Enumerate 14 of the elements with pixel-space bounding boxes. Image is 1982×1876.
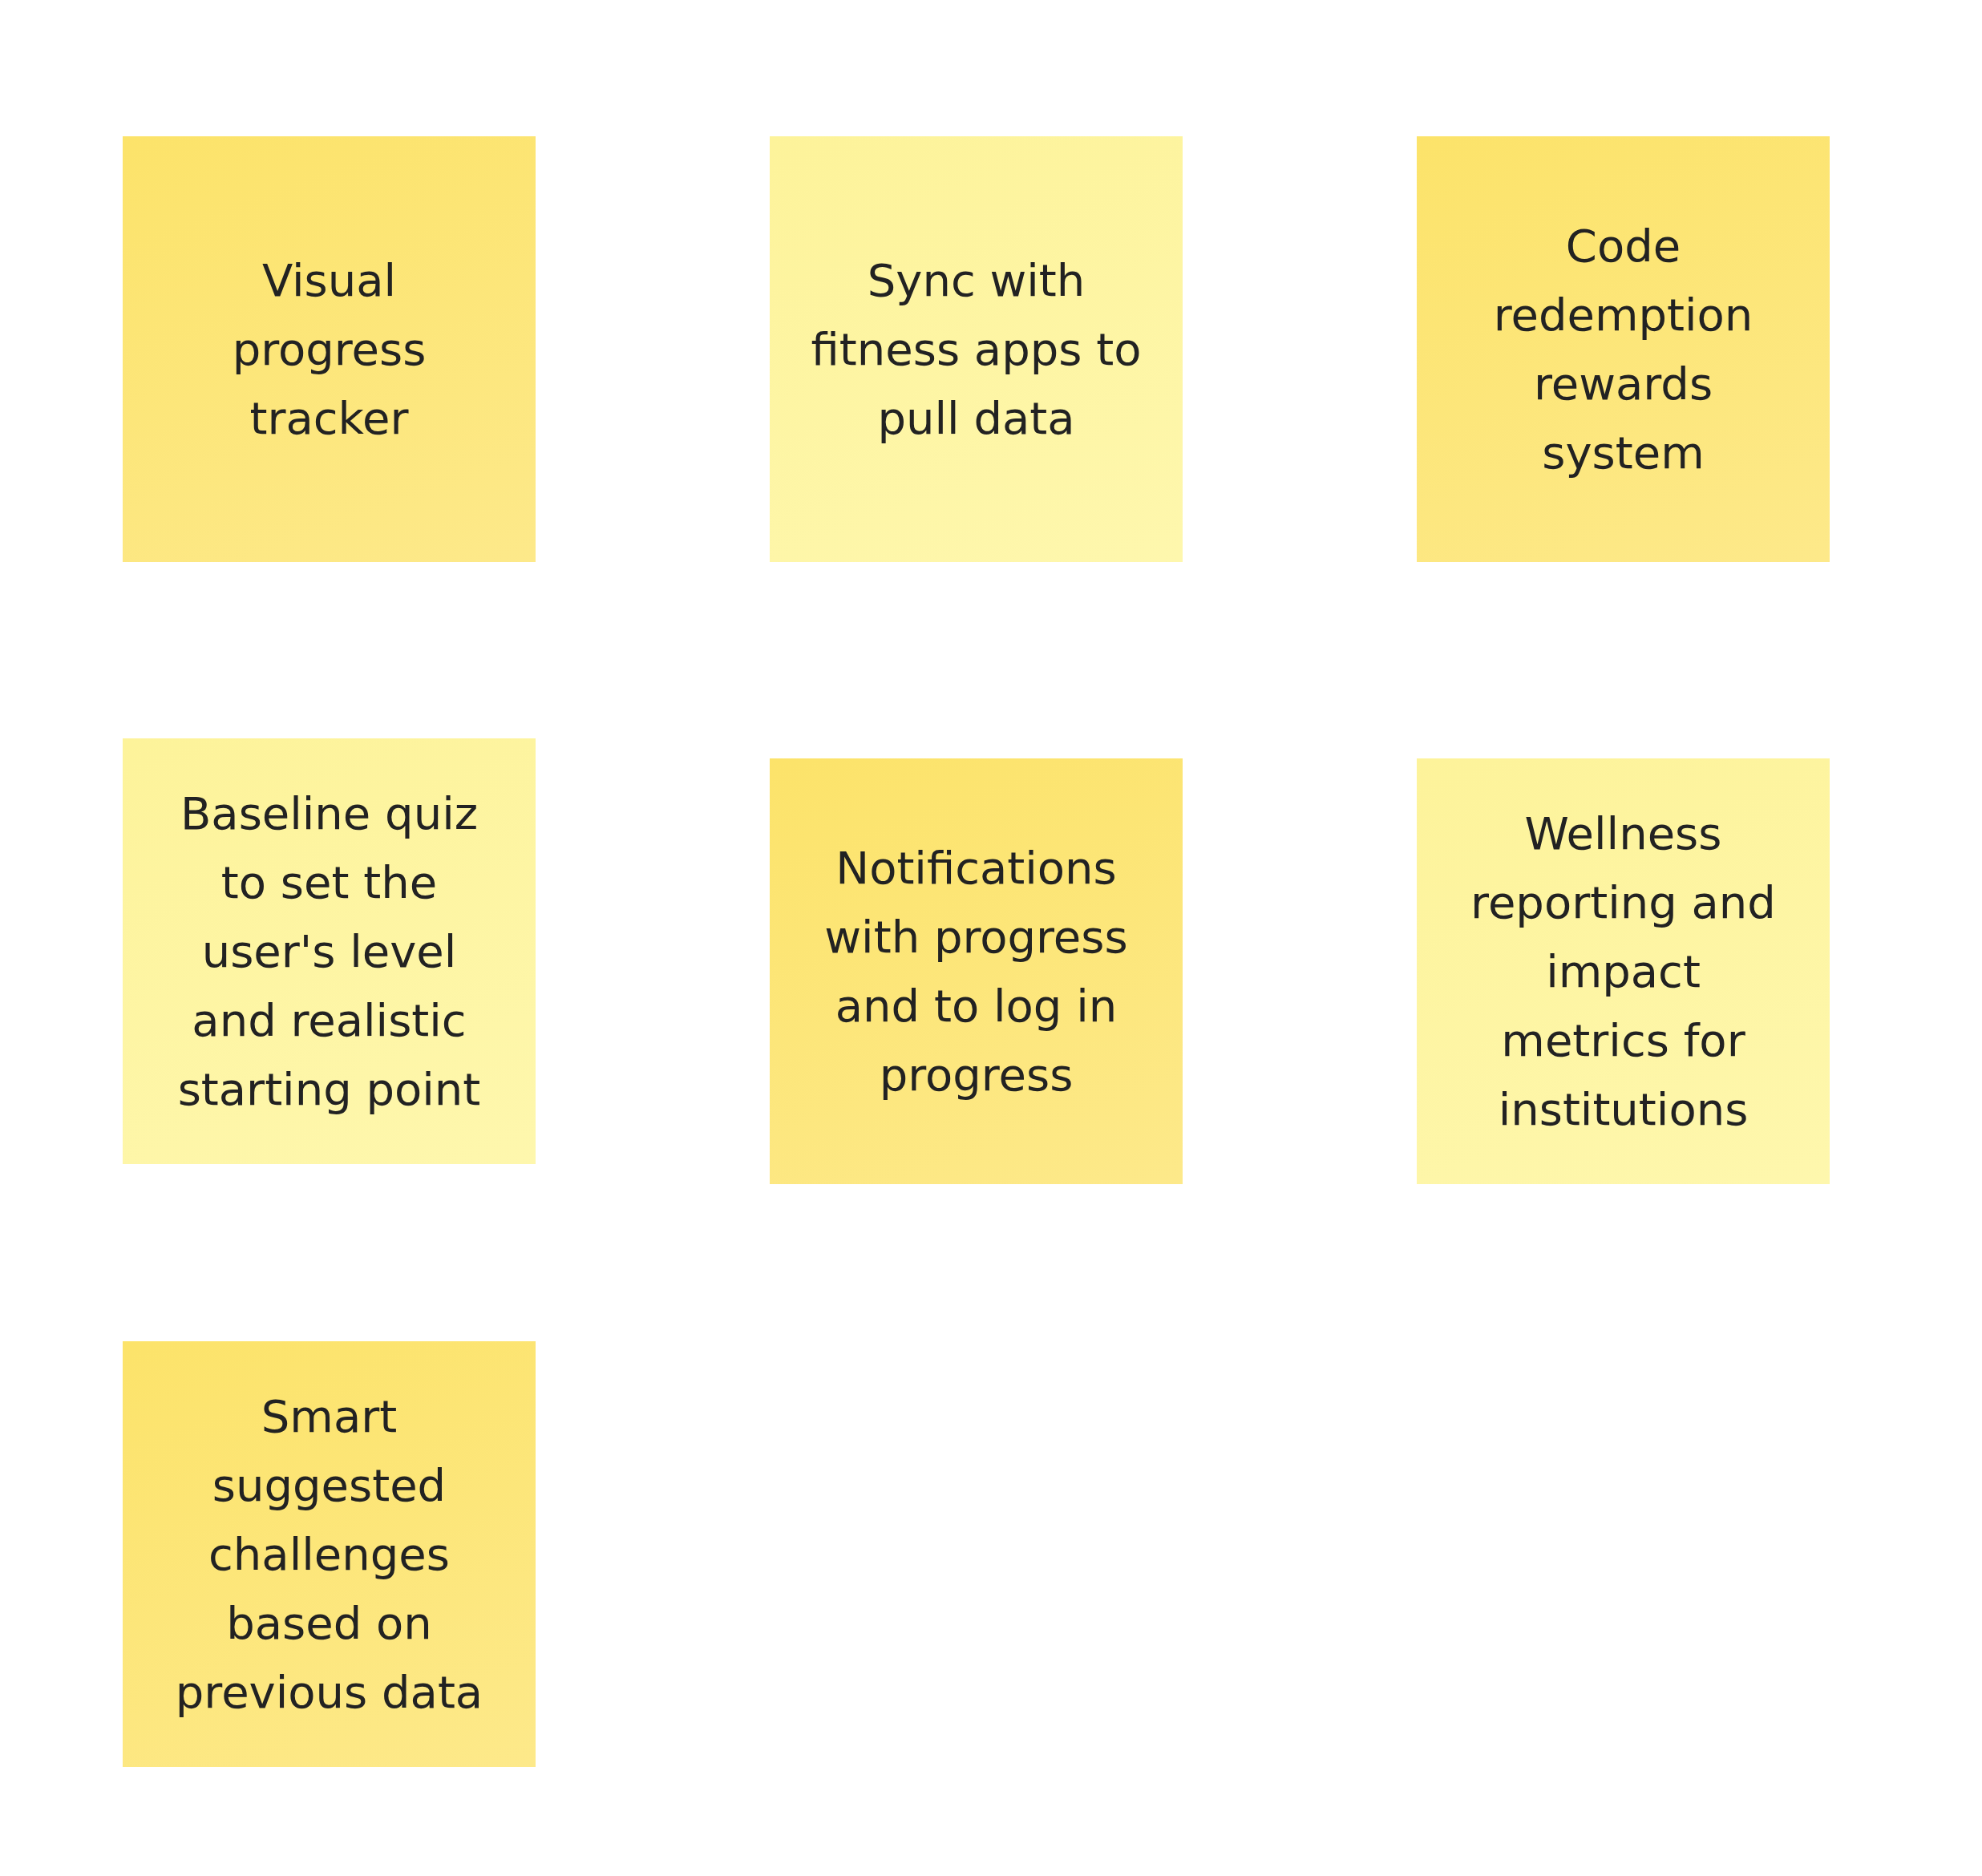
note-text: Wellness reporting and impact metrics for institutions xyxy=(1470,806,1777,1137)
sticky-note xyxy=(1417,758,1830,1184)
note-text: Baseline quiz to set the user's level and realistic starting point xyxy=(176,786,482,1117)
note-text: Sync with fitness apps to pull data xyxy=(810,253,1143,446)
sticky-note xyxy=(1417,136,1830,562)
note-text: Notifications with progress and to log in progress xyxy=(823,840,1129,1102)
note-text: Smart suggested challenges based on previous data xyxy=(174,1389,484,1720)
note-text: Code redemption rewards system xyxy=(1492,218,1754,480)
sticky-note xyxy=(770,136,1183,562)
note-text: Visual progress tracker xyxy=(231,253,427,446)
sticky-note xyxy=(123,136,536,562)
sticky-note xyxy=(770,758,1183,1184)
sticky-note xyxy=(123,738,536,1164)
sticky-note xyxy=(123,1341,536,1767)
